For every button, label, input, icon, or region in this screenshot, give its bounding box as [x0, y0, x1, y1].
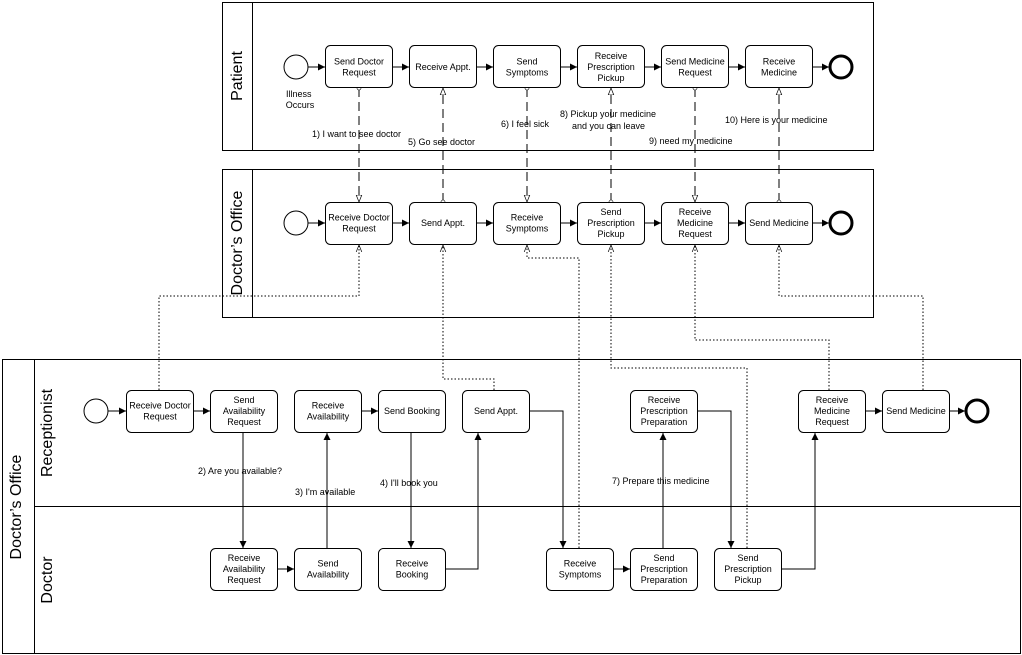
message-flows — [359, 88, 779, 202]
task-office-send-medicine[interactable]: Send Medicine — [745, 202, 813, 245]
task-receptionist-send-medicine[interactable]: Send Medicine — [882, 390, 950, 433]
message-label-10: 10) Here is your medicine — [725, 115, 828, 125]
message-label-3: 3) I'm available — [295, 487, 355, 497]
svg-text:Send Medicine: Send Medicine — [886, 406, 946, 416]
end-event-office — [828, 210, 854, 236]
svg-text:Receive Appt.: Receive Appt. — [415, 62, 471, 72]
svg-text:Send Medicine: Send Medicine — [749, 218, 809, 228]
message-annotations: 1) I want to see doctor 5) Go see doctor… — [198, 109, 828, 497]
svg-text:Send Appt.: Send Appt. — [421, 218, 465, 228]
message-label-8b: and you can leave — [572, 121, 645, 131]
message-label-9: 9) need my medicine — [649, 136, 733, 146]
dotted-associations — [158, 245, 924, 548]
message-label-2: 2) Are you available? — [198, 466, 282, 476]
task-receptionist-send-appt[interactable]: Send Appt. — [462, 390, 530, 433]
sequence-flows — [108, 63, 965, 573]
start-event-patient — [283, 54, 309, 80]
message-label-6: 6) I feel sick — [501, 119, 550, 129]
message-label-5: 5) Go see doctor — [408, 137, 475, 147]
message-label-8a: 8) Pickup your medicine — [560, 109, 656, 119]
start-event-office — [283, 210, 309, 236]
lane-label-receptionist: Receptionist — [39, 388, 56, 477]
message-label-4: 4) I'll book you — [380, 478, 438, 488]
message-label-1: 1) I want to see doctor — [312, 129, 401, 139]
pool-label-doctors-office-bottom: Doctor’s Office — [8, 454, 25, 559]
start-event-label: Illness Occurs — [286, 89, 315, 110]
lane-label-doctor: Doctor — [39, 556, 56, 604]
svg-text:Send Appt.: Send Appt. — [474, 406, 518, 416]
task-office-send-appt[interactable]: Send Appt. — [409, 202, 477, 245]
svg-text:Send Booking: Send Booking — [384, 406, 440, 416]
pool-label-doctors-office-top: Doctor’s Office — [229, 190, 246, 295]
message-label-7: 7) Prepare this medicine — [612, 476, 710, 486]
start-event-receptionist — [83, 398, 109, 424]
task-patient-receive-appt[interactable]: Receive Appt. — [409, 45, 477, 88]
task-receptionist-send-booking[interactable]: Send Booking — [378, 390, 446, 433]
end-event-patient — [828, 54, 854, 80]
pool-label-patient: Patient — [229, 51, 246, 101]
end-event-receptionist — [964, 398, 990, 424]
